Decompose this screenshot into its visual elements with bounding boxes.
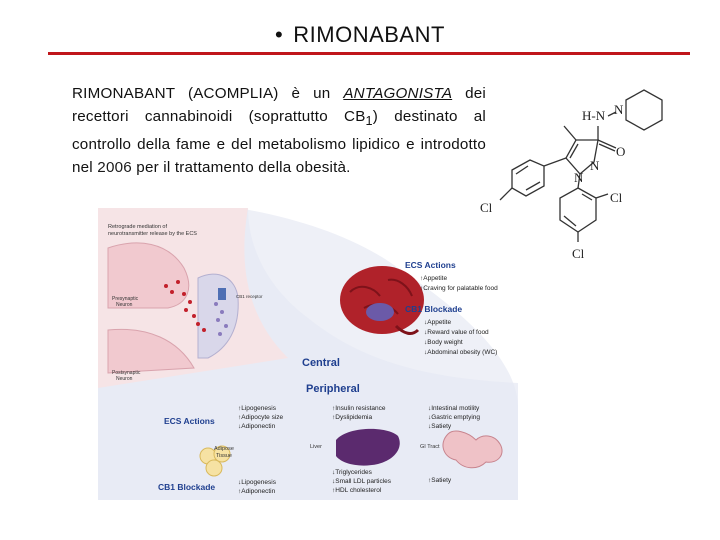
cb-central-3: ↓Body weight xyxy=(424,339,463,346)
liver-label: Liver xyxy=(310,444,322,450)
year: 2006 xyxy=(97,159,132,176)
gi-ecs-2: ↓Gastric emptying xyxy=(428,414,480,421)
ecs-central-2: ↑Craving for palatable food xyxy=(420,285,498,292)
chlorine-bottom-label: Cl xyxy=(572,246,585,261)
ecs-actions-peripheral-heading: ECS Actions xyxy=(164,416,215,426)
carbonyl-o-label: O xyxy=(616,144,625,159)
text-part-1: (ACOMPLIA) è un xyxy=(175,85,343,102)
ecs-actions-central-heading: ECS Actions xyxy=(405,260,456,270)
title-bullet: • xyxy=(275,22,283,47)
title-text: RIMONABANT xyxy=(293,22,445,47)
cb-central-1: ↓Appetite xyxy=(424,319,451,326)
cb-subscript: 1 xyxy=(366,114,373,128)
adipose-ecs-1: ↑Lipogenesis xyxy=(238,405,277,412)
liver-cb-3: ↑HDL cholesterol xyxy=(332,487,382,494)
pyrazole-n1-label: N xyxy=(590,158,600,173)
central-label: Central xyxy=(302,357,340,369)
cb1-receptor-label: CB1 receptor xyxy=(236,294,263,299)
synapse-title-2: neurotransmitter release by the ECS xyxy=(108,231,197,237)
adipose-label: Adipose xyxy=(214,446,234,452)
description-paragraph: RIMONABANT (ACOMPLIA) è un ANTAGONISTA d… xyxy=(72,82,486,179)
liver-ecs-2: ↑Dyslipidemia xyxy=(332,414,372,421)
gi-ecs-1: ↓Intestinal motility xyxy=(428,405,480,412)
tissue-label: Tissue xyxy=(216,453,232,459)
liver-cb-2: ↓Small LDL particles xyxy=(332,478,392,485)
adipose-cb-2: ↑Adiponectin xyxy=(238,488,276,495)
pyrazole-n2-label: N xyxy=(574,170,584,185)
synapse-title-1: Retrograde mediation of xyxy=(108,224,167,230)
cb1-blockade-central-heading: CB1 Blockade xyxy=(405,304,462,314)
cb1-blockade-peripheral-heading: CB1 Blockade xyxy=(158,482,215,492)
liver-cb-1: ↓Triglycerides xyxy=(332,469,373,476)
cb-central-4: ↓Abdominal obesity (WC) xyxy=(424,349,497,356)
neuron-label-2: Neuron xyxy=(116,376,133,382)
liver-ecs-1: ↑Insulin resistance xyxy=(332,405,386,412)
neuron-label-1: Neuron xyxy=(116,302,133,308)
gi-cb-1: ↑Satiety xyxy=(428,477,452,484)
brain-illustration xyxy=(340,266,424,334)
title-underline xyxy=(48,52,690,55)
adipose-ecs-2: ↑Adipocyte size xyxy=(238,414,284,421)
peripheral-label: Peripheral xyxy=(306,383,360,395)
drug-name: RIMONABANT xyxy=(72,85,175,102)
antagonista-term: ANTAGONISTA xyxy=(343,85,452,102)
piperidine-n-label: N xyxy=(614,102,624,117)
slide-title: • RIMONABANT xyxy=(0,22,720,48)
ecs-central-1: ↑Appetite xyxy=(420,275,447,282)
text-part-4: per il trattamento della obesità. xyxy=(132,159,351,176)
cb-central-2: ↓Reward value of food xyxy=(424,329,489,336)
ecs-mechanism-figure: Retrograde mediation of neurotransmitter… xyxy=(98,208,518,500)
adipose-ecs-3: ↓Adiponectin xyxy=(238,423,276,430)
gi-ecs-3: ↓Satiety xyxy=(428,423,452,430)
adipose-cb-1: ↓Lipogenesis xyxy=(238,479,277,486)
hn-label: H-N xyxy=(582,108,606,123)
gi-tract-label: GI Tract xyxy=(420,444,440,450)
chlorine-right-label: Cl xyxy=(610,190,623,205)
